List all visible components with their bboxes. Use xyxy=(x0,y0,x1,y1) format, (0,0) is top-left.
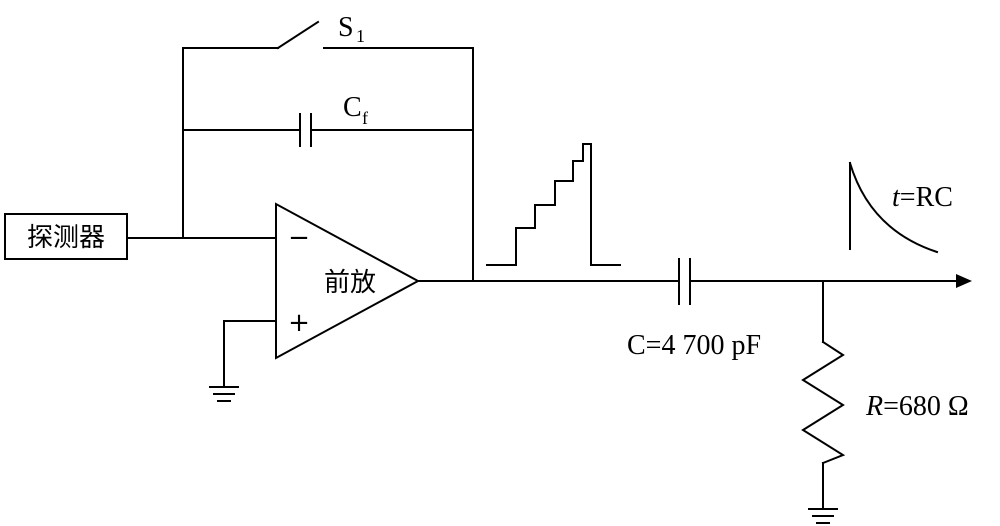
c-label: C=4 700 pF xyxy=(627,330,761,361)
detector-box xyxy=(4,213,128,260)
switch-blade xyxy=(276,20,320,50)
ground-icon-left xyxy=(209,386,239,402)
preamp-label: 前放 xyxy=(324,268,376,298)
time-constant-label: t=RC xyxy=(892,182,953,213)
detector-label: 探测器 xyxy=(27,223,105,253)
resistor-zigzag xyxy=(801,340,846,465)
preamp-triangle xyxy=(275,202,421,360)
r-label: R=680 Ω xyxy=(865,391,969,422)
switch-label-sub: 1 xyxy=(356,26,365,46)
cf-label-sub: f xyxy=(362,108,368,128)
staircase-waveform xyxy=(486,143,621,266)
ground-icon-right xyxy=(808,508,838,524)
output-arrow-icon xyxy=(956,274,972,288)
cf-label: C xyxy=(343,92,362,123)
preamp-plus-sign: + xyxy=(288,308,310,338)
switch-label: S xyxy=(338,12,354,43)
preamp-minus-sign: − xyxy=(288,223,310,253)
decay-waveform xyxy=(848,161,939,254)
